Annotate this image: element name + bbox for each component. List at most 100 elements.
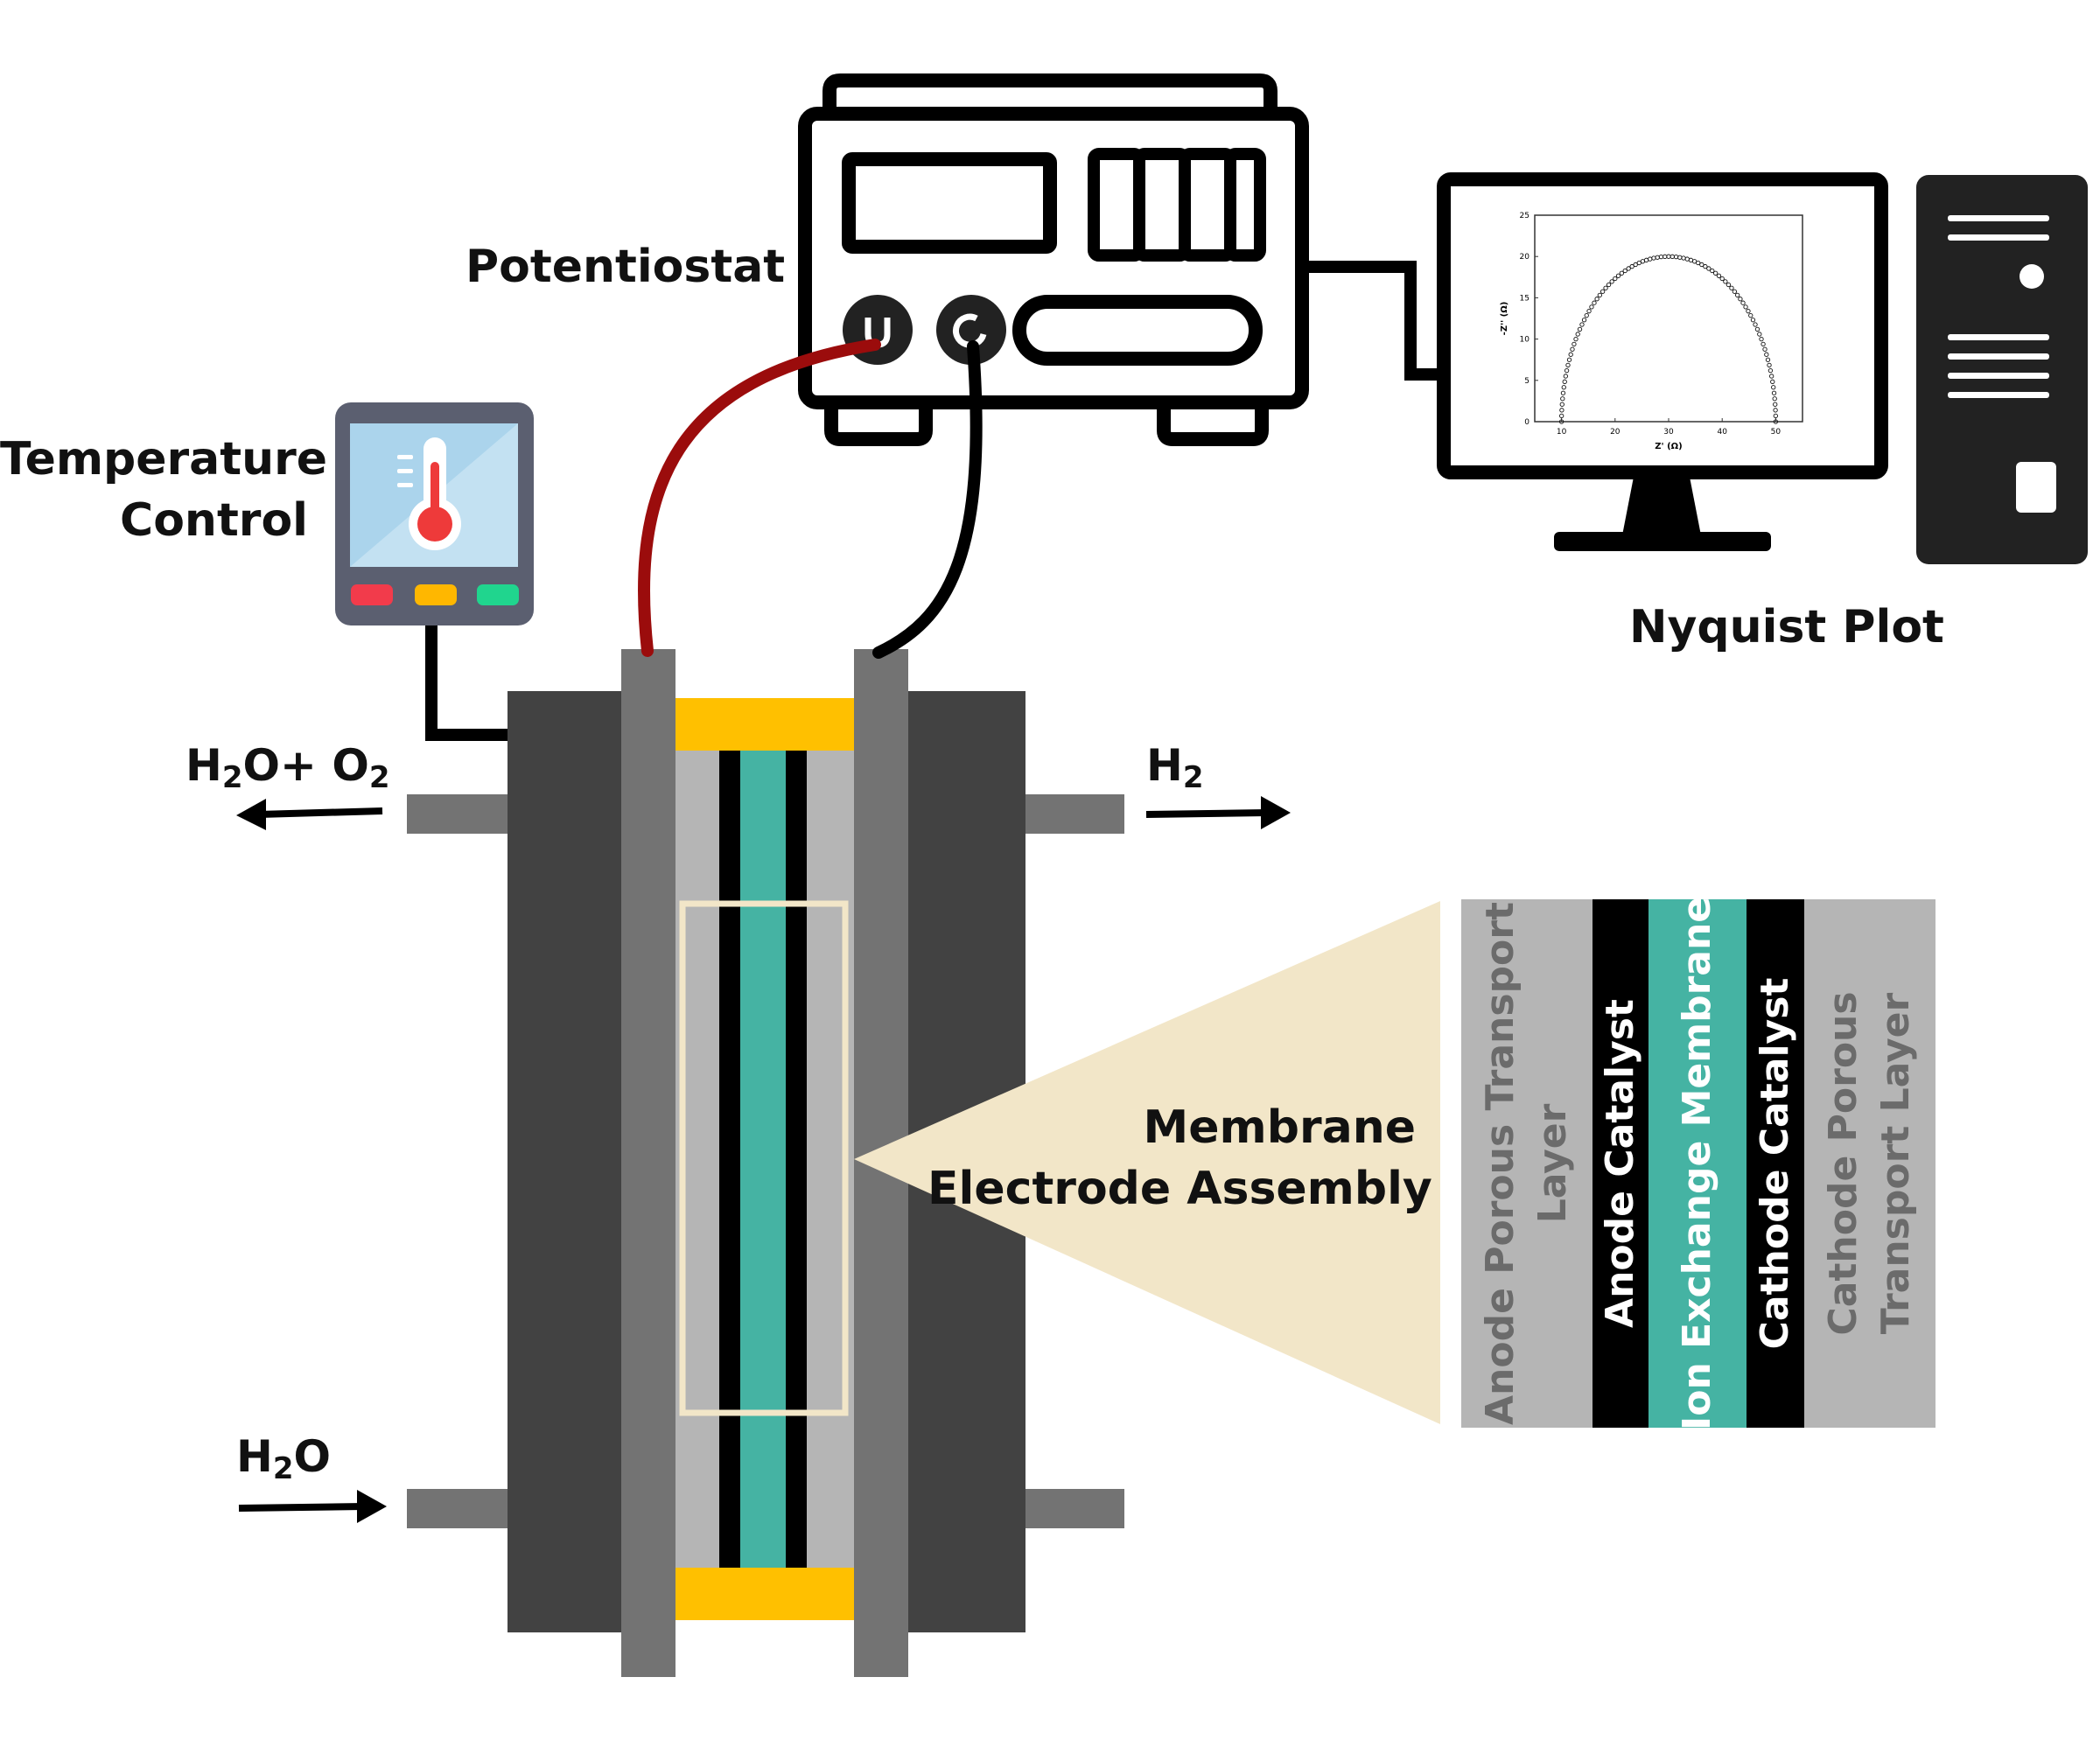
nyquist-point bbox=[1762, 346, 1768, 352]
port-anode-outlet bbox=[407, 794, 508, 834]
nyquist-point bbox=[1770, 379, 1775, 384]
port-anode-inlet bbox=[407, 1489, 508, 1528]
nyquist-ytick-label: 5 bbox=[1524, 377, 1530, 386]
nyquist-ytick-label: 20 bbox=[1520, 253, 1530, 262]
nyquist-point bbox=[1559, 402, 1564, 407]
nyquist-point bbox=[1772, 396, 1777, 402]
layer-label-cathode-catalyst: Cathode Catalyst bbox=[1753, 977, 1797, 1350]
nyquist-point bbox=[1740, 300, 1746, 305]
data-cable bbox=[1309, 261, 1452, 381]
arrow-anode-outlet bbox=[236, 799, 383, 830]
nyquist-point bbox=[1746, 309, 1751, 314]
mea-callout bbox=[854, 901, 1440, 1424]
temperature-control-label: Temperature Control bbox=[0, 432, 327, 548]
nyquist-ytick-label: 25 bbox=[1520, 212, 1530, 220]
nyquist-point bbox=[1750, 318, 1756, 323]
temperature-control-label-line2: Control bbox=[120, 494, 308, 547]
nyquist-point bbox=[1748, 312, 1754, 318]
nyquist-point bbox=[1572, 341, 1577, 347]
detail-cathode-catalyst bbox=[1746, 899, 1804, 1428]
nyquist-plot-label: Nyquist Plot bbox=[1629, 601, 1944, 653]
nyquist-point bbox=[1564, 368, 1570, 374]
nyquist-point bbox=[1706, 266, 1712, 271]
mea-highlight-box bbox=[679, 900, 849, 1416]
nyquist-ytick-label: 15 bbox=[1520, 294, 1530, 303]
nyquist-point bbox=[1589, 304, 1594, 310]
nyquist-point bbox=[1753, 322, 1758, 327]
nyquist-point bbox=[1581, 318, 1587, 323]
mea-label-line1: Membrane bbox=[1143, 1101, 1416, 1154]
nyquist-point bbox=[1759, 336, 1764, 342]
nyquist-point bbox=[1773, 419, 1779, 424]
nyquist-point bbox=[1592, 300, 1597, 305]
nyquist-point bbox=[1769, 374, 1774, 379]
nyquist-point bbox=[1622, 268, 1628, 274]
anode-catalyst-layer bbox=[719, 751, 740, 1568]
nyquist-point bbox=[1716, 273, 1722, 278]
nyquist-xtick-label: 20 bbox=[1610, 428, 1620, 437]
nyquist-point bbox=[1565, 362, 1571, 368]
layer-label-membrane: Ion Exchange Membrane bbox=[1675, 896, 1719, 1431]
cathode-catalyst-layer bbox=[786, 751, 807, 1568]
nyquist-point bbox=[1767, 362, 1772, 368]
nyquist-point bbox=[1577, 326, 1583, 332]
potentiostat-knob-right bbox=[936, 295, 1006, 365]
nyquist-point bbox=[1561, 385, 1566, 390]
nyquist-point bbox=[1738, 297, 1743, 302]
nyquist-point bbox=[1619, 270, 1624, 276]
detail-cathode-ptl bbox=[1804, 899, 1936, 1428]
detail-anode-catalyst bbox=[1592, 899, 1648, 1428]
nyquist-point bbox=[1768, 368, 1774, 374]
mea-label: Membrane Electrode Assembly bbox=[928, 1097, 1432, 1219]
nyquist-point bbox=[1573, 336, 1578, 342]
anode-outlet-label: H2O+ O2 bbox=[186, 740, 390, 795]
port-cathode-outlet bbox=[1024, 794, 1124, 834]
nyquist-point bbox=[1562, 379, 1567, 384]
nyquist-point bbox=[1726, 282, 1732, 288]
nyquist-point bbox=[1570, 346, 1575, 352]
nyquist-xtick-label: 10 bbox=[1557, 428, 1567, 437]
anode-end-plate bbox=[508, 691, 623, 1632]
nyquist-point bbox=[1615, 273, 1621, 278]
anode-current-collector bbox=[621, 649, 676, 1677]
nyquist-point bbox=[1760, 341, 1766, 347]
potentiostat-device-icon bbox=[798, 73, 1309, 446]
detail-membrane bbox=[1648, 899, 1746, 1428]
detail-anode-ptl bbox=[1461, 899, 1592, 1428]
nyquist-xtick-label: 30 bbox=[1663, 428, 1674, 437]
nyquist-point bbox=[1586, 309, 1592, 314]
nyquist-point bbox=[1713, 270, 1718, 276]
nyquist-point bbox=[1723, 279, 1728, 284]
nyquist-plot-frame bbox=[1534, 214, 1803, 423]
nyquist-point bbox=[1773, 402, 1778, 407]
nyquist-point bbox=[1594, 297, 1600, 302]
nyquist-point bbox=[1743, 304, 1748, 310]
nyquist-point bbox=[1560, 390, 1566, 395]
nyquist-point bbox=[1764, 352, 1769, 357]
nyquist-point bbox=[1584, 312, 1589, 318]
nyquist-point bbox=[1732, 289, 1738, 294]
layer-label-anode-catalyst: Anode Catalyst bbox=[1598, 999, 1642, 1328]
mea-label-line2: Electrode Assembly bbox=[928, 1163, 1432, 1215]
nyquist-point bbox=[1696, 260, 1701, 266]
nyquist-point bbox=[1729, 285, 1734, 290]
nyquist-point bbox=[1710, 268, 1715, 274]
red-wire bbox=[637, 339, 881, 657]
nyquist-point bbox=[1719, 276, 1725, 282]
mea-detail bbox=[1461, 899, 1936, 1428]
nyquist-point bbox=[1568, 352, 1573, 357]
inlet-label: H2O bbox=[236, 1431, 332, 1486]
nyquist-ytick-label: 0 bbox=[1524, 418, 1530, 427]
nyquist-point bbox=[1773, 413, 1778, 419]
nyquist-point bbox=[1558, 419, 1564, 424]
black-wire bbox=[872, 340, 983, 659]
nyquist-point bbox=[1771, 390, 1777, 395]
arrow-inlet bbox=[238, 1490, 387, 1523]
nyquist-point bbox=[1606, 282, 1612, 288]
nyquist-point bbox=[1600, 289, 1606, 294]
nyquist-point bbox=[1597, 292, 1602, 298]
